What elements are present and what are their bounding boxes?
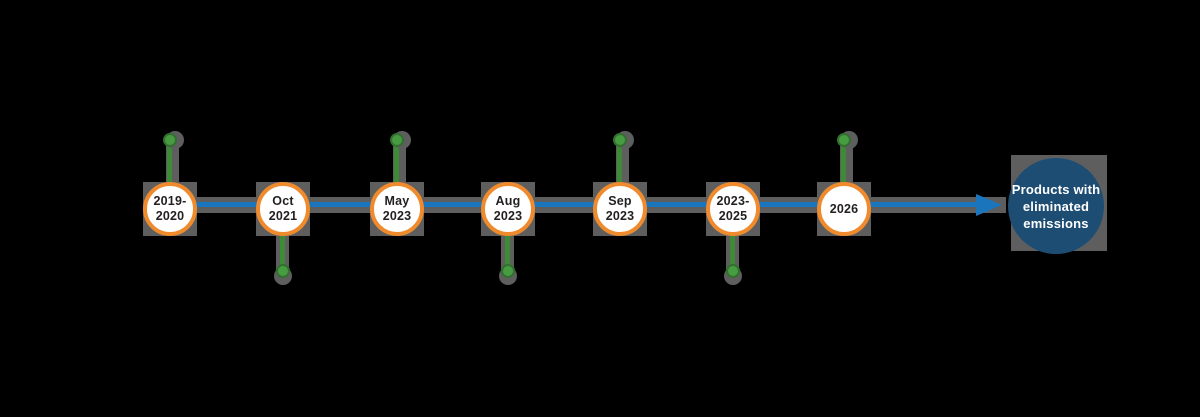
pin-head xyxy=(613,133,627,147)
milestone-circle: Sep 2023 xyxy=(593,182,647,236)
milestone-label-line1: Aug xyxy=(495,194,521,208)
pin-head xyxy=(390,133,404,147)
milestone-node: May 2023 xyxy=(370,133,424,236)
arrow-right-icon xyxy=(976,194,1002,216)
pin-stem xyxy=(730,234,735,266)
pin-head xyxy=(163,133,177,147)
milestone-circle: Oct 2021 xyxy=(256,182,310,236)
milestone-label-line2: 2023 xyxy=(605,209,635,223)
milestone-label-line2: 2025 xyxy=(718,209,748,223)
milestone-circle: May 2023 xyxy=(370,182,424,236)
pin-stem xyxy=(280,234,285,266)
milestone-node: 2023- 2025 xyxy=(706,182,760,278)
milestone-label-line2: 2023 xyxy=(493,209,523,223)
pin-stem xyxy=(505,234,510,266)
goal-circle: Products with eliminated emissions xyxy=(1008,158,1104,254)
milestone-node: Sep 2023 xyxy=(593,133,647,236)
milestone-node: 2026 xyxy=(817,133,871,236)
timeline-line xyxy=(170,202,978,207)
milestone-node: Aug 2023 xyxy=(481,182,535,278)
pin-head xyxy=(501,264,515,278)
goal-label-line2: eliminated xyxy=(1022,198,1090,214)
milestone-circle: 2026 xyxy=(817,182,871,236)
goal-node: Products with eliminated emissions xyxy=(1008,155,1107,254)
milestone-node: Oct 2021 xyxy=(256,182,310,278)
milestone-label-line2: 2023 xyxy=(382,209,412,223)
pin-head xyxy=(726,264,740,278)
milestone-label-line2: 2021 xyxy=(268,209,298,223)
milestone-label-line1: Oct xyxy=(272,194,294,208)
milestone-label-line1: 2026 xyxy=(829,201,859,216)
milestone-label-line1: Sep xyxy=(608,194,632,208)
milestone-circle: 2019- 2020 xyxy=(143,182,197,236)
milestone-label-line1: 2019- xyxy=(153,194,187,208)
pin-stem xyxy=(167,144,172,184)
milestone-node: 2019- 2020 xyxy=(143,133,197,236)
milestone-label-line1: May xyxy=(384,194,410,208)
pin-head xyxy=(276,264,290,278)
pin-head xyxy=(837,133,851,147)
goal-label-line1: Products with xyxy=(1011,181,1101,197)
goal-label-line3: emissions xyxy=(1023,215,1089,231)
milestone-label-line1: 2023- xyxy=(716,194,750,208)
pin-stem xyxy=(841,144,846,184)
pin-stem xyxy=(394,144,399,184)
milestone-circle: Aug 2023 xyxy=(481,182,535,236)
milestone-label-line2: 2020 xyxy=(155,209,185,223)
milestone-circle: 2023- 2025 xyxy=(706,182,760,236)
pin-stem xyxy=(617,144,622,184)
